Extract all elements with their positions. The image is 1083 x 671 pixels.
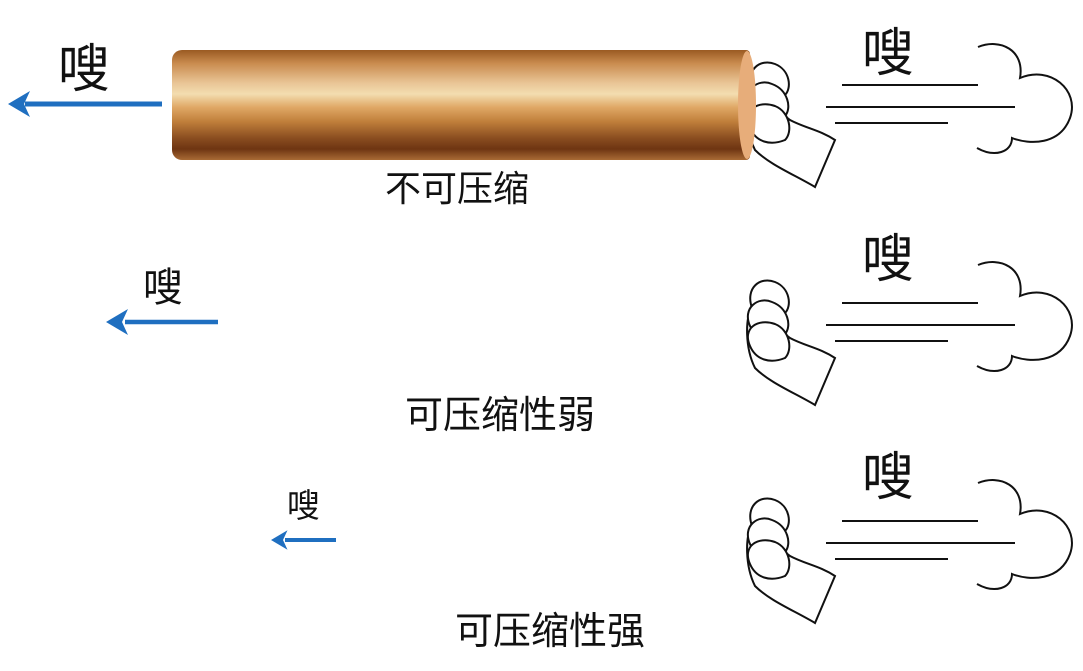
left-sound-label: 嗖 (287, 486, 320, 525)
left-arrow-icon (8, 91, 162, 117)
left-arrow-icon (271, 530, 336, 550)
rigid-rod (172, 50, 750, 160)
rod-end (738, 51, 756, 159)
left-sound-label: 嗖 (143, 265, 183, 311)
caption-incompressible: 不可压缩 (385, 169, 530, 210)
left-sound-label: 嗖 (58, 40, 111, 100)
caption-weak-compressibility: 可压缩性弱 (405, 393, 596, 437)
right-sound-label: 嗖 (862, 230, 915, 290)
right-sound-label: 嗖 (862, 24, 915, 84)
left-arrow-icon (106, 309, 218, 335)
right-sound-label: 嗖 (862, 448, 915, 508)
caption-strong-compressibility: 可压缩性强 (455, 609, 646, 653)
